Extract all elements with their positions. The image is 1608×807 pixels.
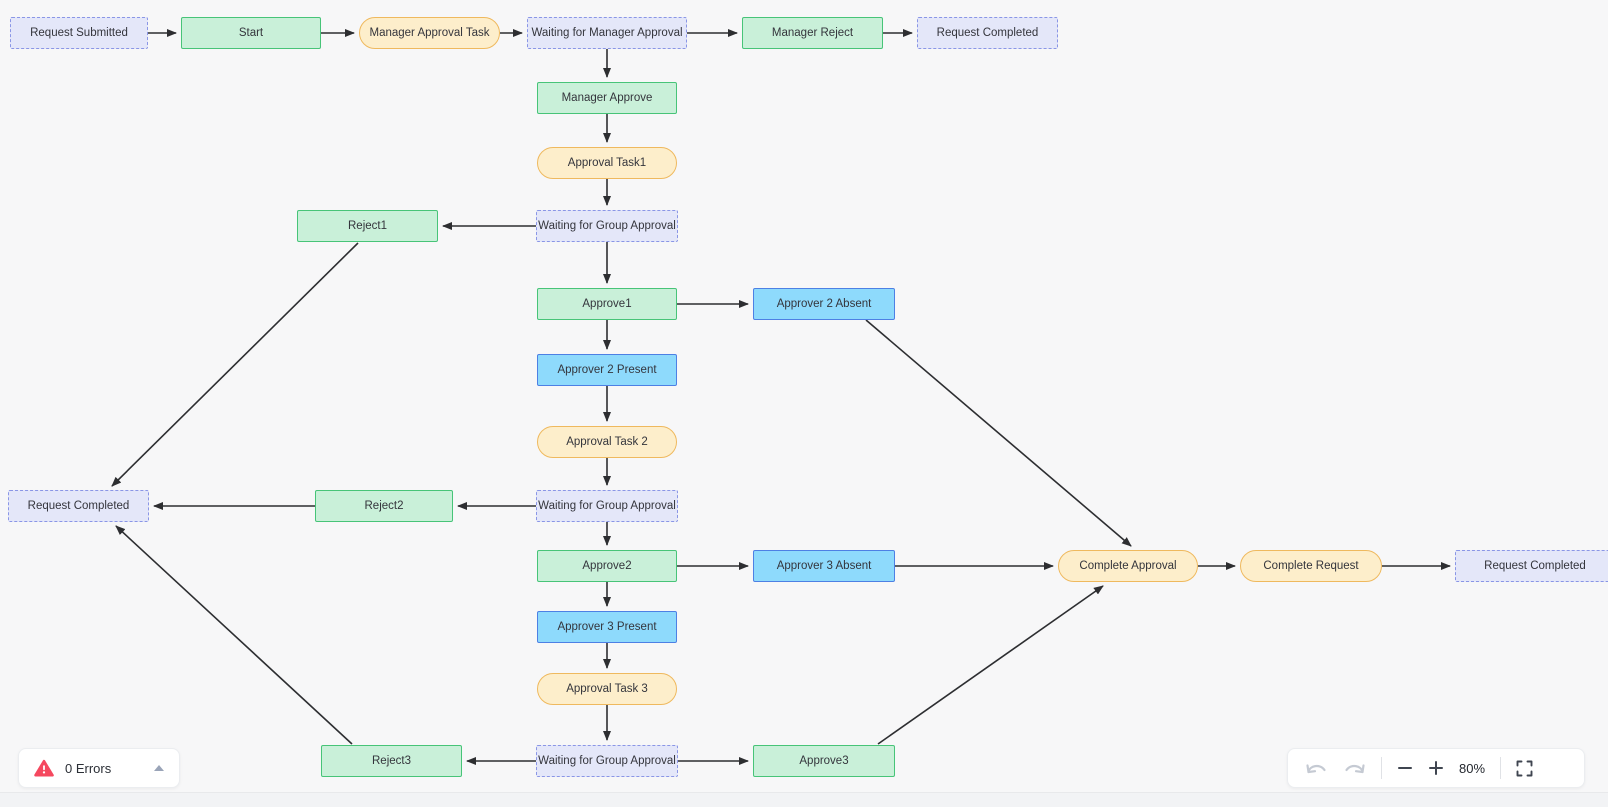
fullscreen-icon bbox=[1516, 760, 1533, 777]
errors-panel: 0 Errors bbox=[18, 748, 180, 788]
edge[interactable] bbox=[111, 242, 359, 487]
edge[interactable] bbox=[115, 525, 353, 745]
errors-count-label: 0 Errors bbox=[65, 760, 112, 776]
warning-triangle-icon bbox=[34, 759, 54, 777]
fullscreen-button[interactable] bbox=[1516, 760, 1533, 777]
canvas-bottom-gutter bbox=[0, 792, 1608, 807]
collapse-errors-button[interactable] bbox=[154, 765, 164, 771]
node-waiting-for-group-approval-3[interactable]: Waiting for Group Approval bbox=[536, 745, 678, 777]
node-approval-task-2[interactable]: Approval Task 2 bbox=[537, 426, 677, 458]
zoom-level-label: 80% bbox=[1459, 760, 1486, 776]
node-reject3[interactable]: Reject3 bbox=[321, 745, 462, 777]
toolbar-divider bbox=[1500, 757, 1502, 779]
node-approver-2-present[interactable]: Approver 2 Present bbox=[537, 354, 677, 386]
canvas-toolbar: 80% bbox=[1287, 748, 1585, 788]
node-waiting-for-group-approval-1[interactable]: Waiting for Group Approval bbox=[536, 210, 678, 242]
node-reject2[interactable]: Reject2 bbox=[315, 490, 453, 522]
node-approve3[interactable]: Approve3 bbox=[753, 745, 895, 777]
node-request-completed-right[interactable]: Request Completed bbox=[1455, 550, 1608, 582]
node-waiting-for-manager-approval[interactable]: Waiting for Manager Approval bbox=[527, 17, 687, 49]
undo-button[interactable] bbox=[1305, 761, 1328, 776]
node-approve1[interactable]: Approve1 bbox=[537, 288, 677, 320]
node-approval-task-3[interactable]: Approval Task 3 bbox=[537, 673, 677, 705]
node-request-completed-top[interactable]: Request Completed bbox=[917, 17, 1058, 49]
node-complete-approval[interactable]: Complete Approval bbox=[1058, 550, 1198, 582]
plus-icon bbox=[1428, 760, 1444, 776]
node-complete-request[interactable]: Complete Request bbox=[1240, 550, 1382, 582]
node-reject1[interactable]: Reject1 bbox=[297, 210, 438, 242]
zoom-in-button[interactable] bbox=[1428, 760, 1444, 776]
node-approver-3-absent[interactable]: Approver 3 Absent bbox=[753, 550, 895, 582]
node-manager-approve[interactable]: Manager Approve bbox=[537, 82, 677, 114]
edge[interactable] bbox=[865, 319, 1132, 547]
minus-icon bbox=[1397, 760, 1413, 776]
toolbar-divider bbox=[1381, 757, 1382, 779]
node-approve2[interactable]: Approve2 bbox=[537, 550, 677, 582]
redo-icon bbox=[1343, 761, 1366, 776]
node-manager-approval-task[interactable]: Manager Approval Task bbox=[359, 17, 500, 49]
node-approver-2-absent[interactable]: Approver 2 Absent bbox=[753, 288, 895, 320]
node-start[interactable]: Start bbox=[181, 17, 321, 49]
node-waiting-for-group-approval-2[interactable]: Waiting for Group Approval bbox=[536, 490, 678, 522]
edge[interactable] bbox=[877, 585, 1104, 745]
node-request-submitted[interactable]: Request Submitted bbox=[10, 17, 148, 49]
node-request-completed-left[interactable]: Request Completed bbox=[8, 490, 149, 522]
node-manager-reject[interactable]: Manager Reject bbox=[742, 17, 883, 49]
chevron-up-icon bbox=[154, 765, 164, 771]
undo-icon bbox=[1305, 761, 1328, 776]
zoom-out-button[interactable] bbox=[1397, 760, 1413, 776]
node-approval-task1[interactable]: Approval Task1 bbox=[537, 147, 677, 179]
node-approver-3-present[interactable]: Approver 3 Present bbox=[537, 611, 677, 643]
redo-button[interactable] bbox=[1343, 761, 1366, 776]
